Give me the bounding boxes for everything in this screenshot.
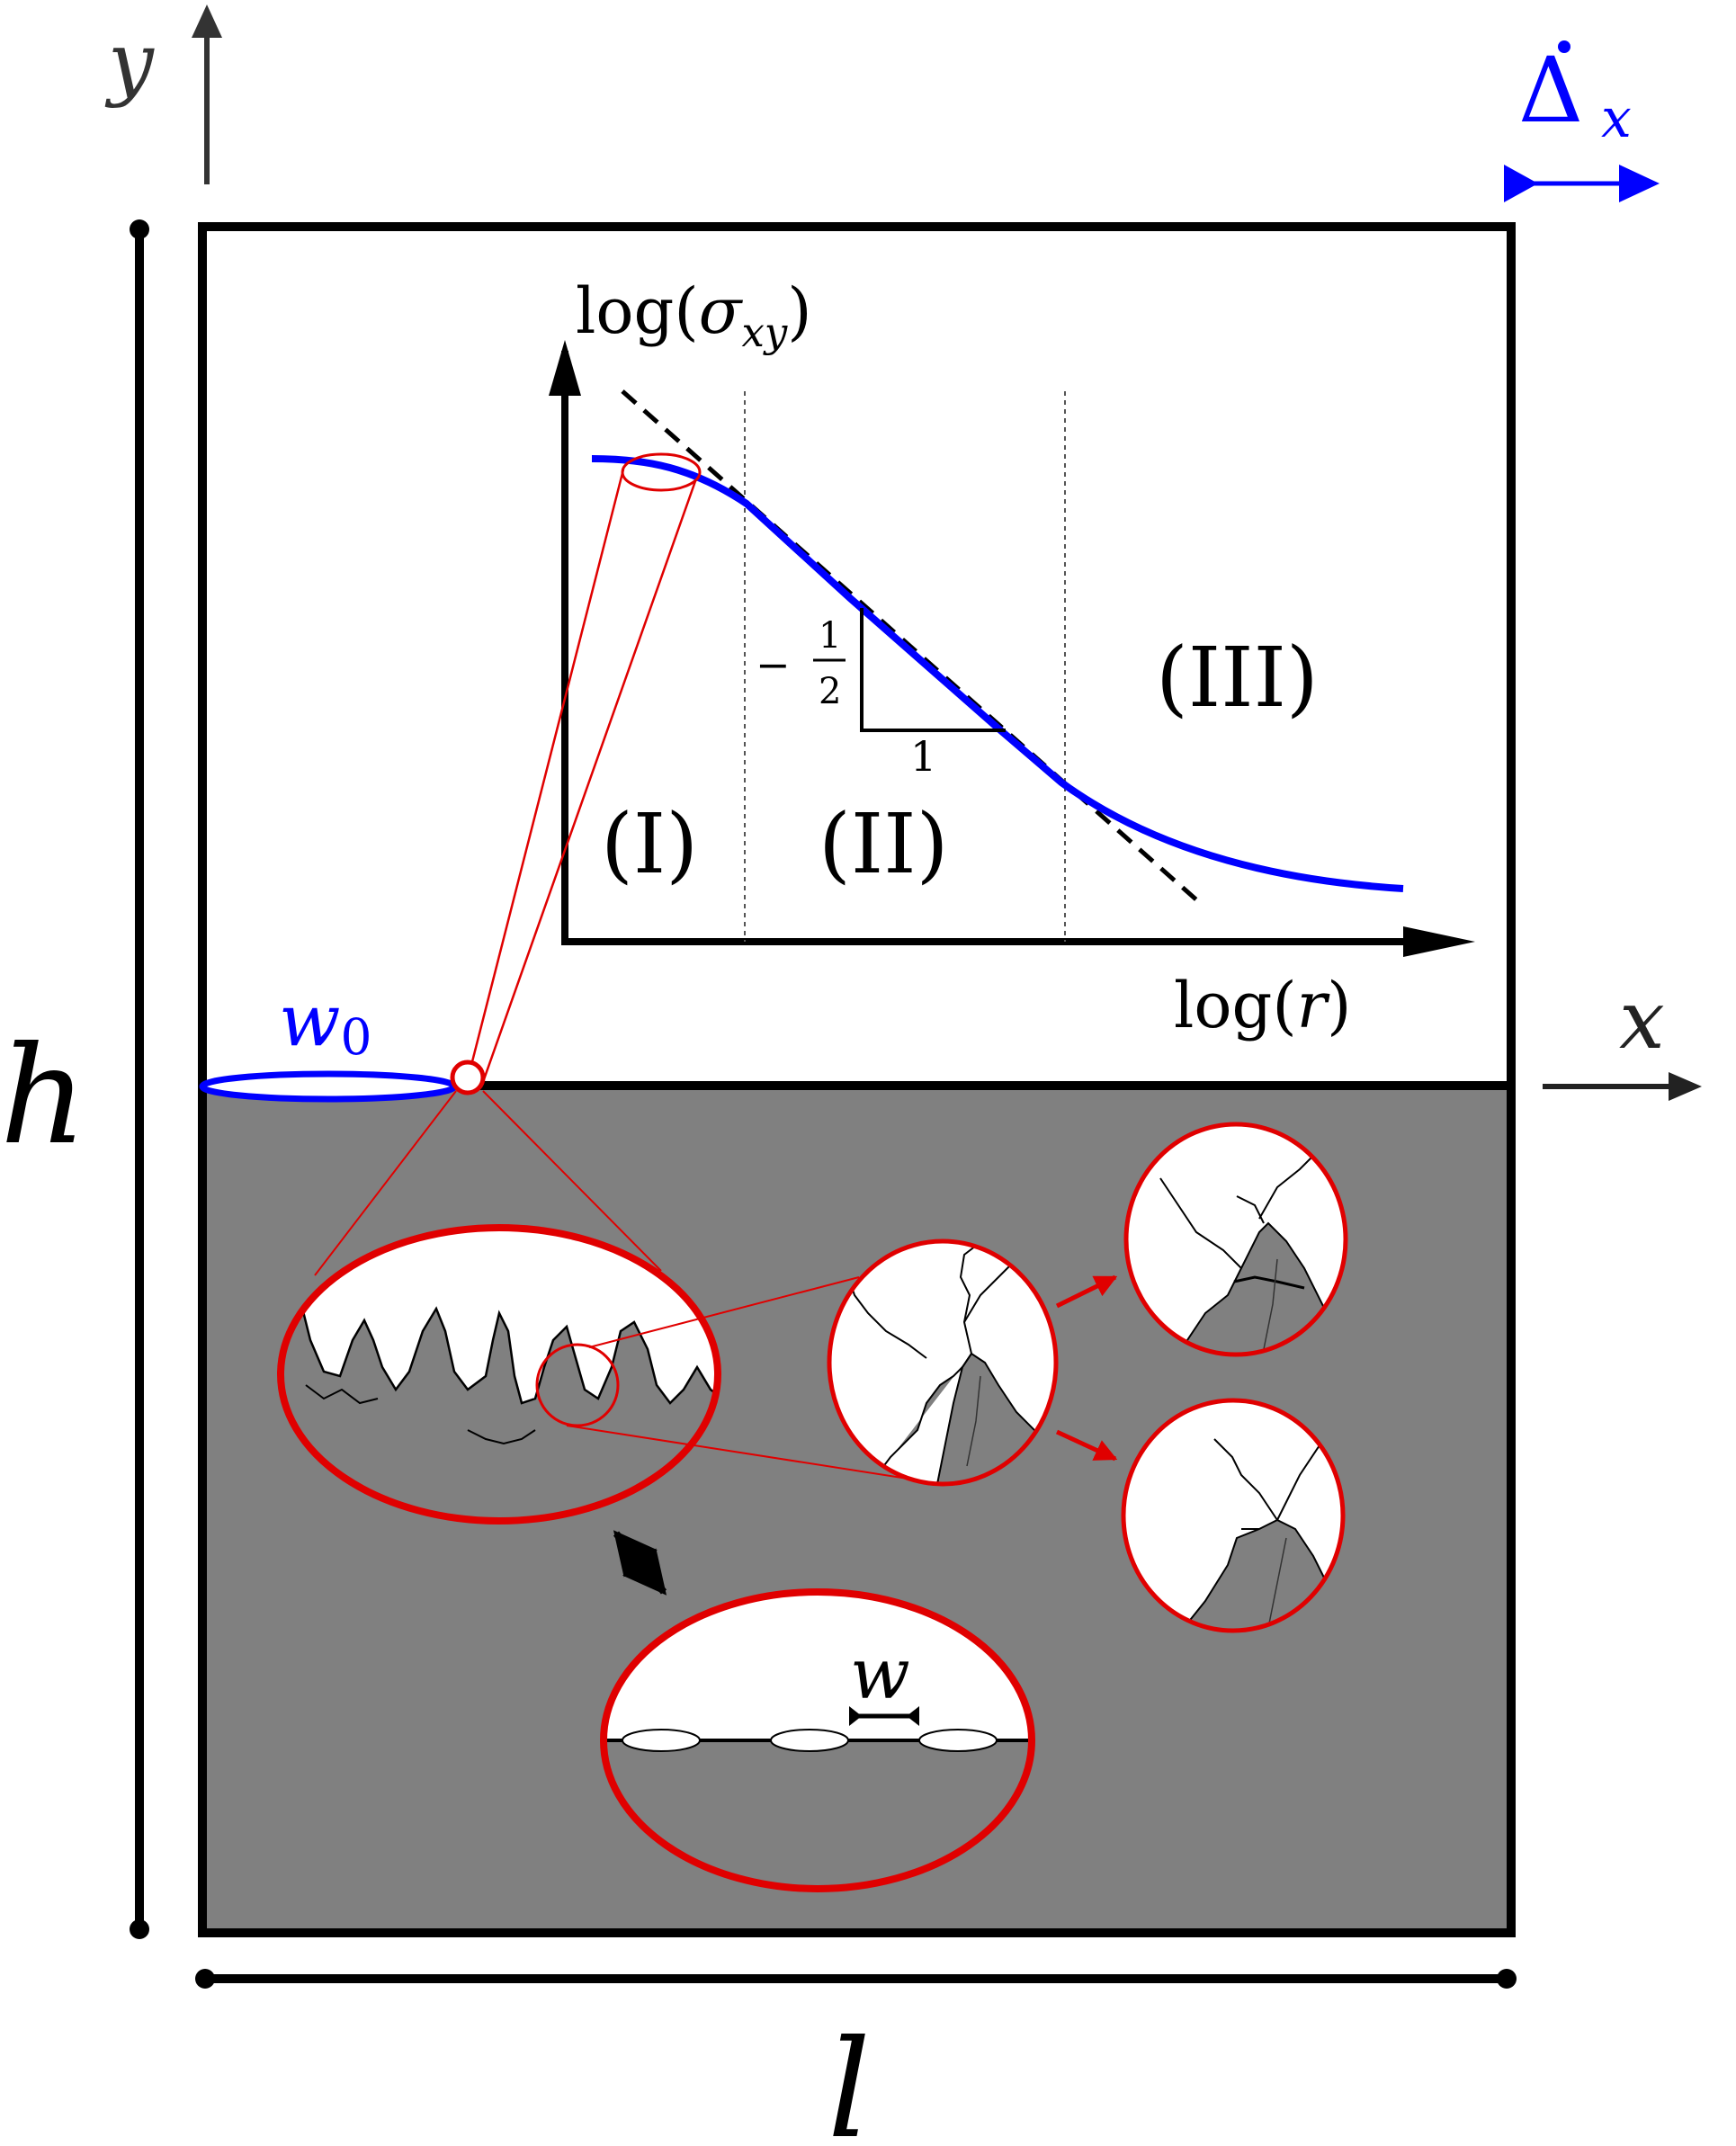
height-dimension-cap-top (130, 219, 149, 239)
outcome-bottom-border (1121, 1398, 1346, 1633)
projection-line-1 (466, 469, 625, 1080)
velocity-arrow-head (1619, 165, 1660, 202)
inset-ylabel-sub: xy (741, 308, 787, 356)
defect-2 (770, 1729, 849, 1752)
inset-ylabel: log(σxy) (576, 274, 812, 356)
crack-line-inner (966, 1375, 981, 1467)
inset-ylabel-post: ) (787, 274, 811, 348)
slope-triangle (860, 608, 1006, 732)
zoom-line-big-right (482, 1090, 662, 1272)
w-dimension-arrow-right (907, 1706, 919, 1726)
inset-xlabel-post: ) (1327, 969, 1351, 1042)
slope-numerator: 1 (819, 615, 841, 657)
w-dimension-arrow-left (849, 1706, 862, 1726)
inset-xlabel-pre: log( (1174, 969, 1297, 1042)
local-zoom-circle (535, 1343, 620, 1427)
velocity-arrow-tail (1504, 165, 1538, 202)
defect-1 (622, 1729, 701, 1752)
crack-line-top (959, 1245, 977, 1355)
y-axis-arrowhead (192, 4, 222, 38)
outcome-arrow-bottom (1055, 1429, 1118, 1462)
fracture-profile (281, 1228, 718, 1406)
projection-line-2 (481, 480, 697, 1083)
w0-label-sub: 0 (340, 1008, 371, 1066)
outcome-top-crack-horizontal (1233, 1275, 1305, 1290)
outcome-circle-top (1123, 1122, 1348, 1357)
periodic-defects-zoom: w (600, 1588, 1035, 1892)
inset-ylabel-pre: log( (576, 274, 699, 348)
outcome-bottom-crack-left (1213, 1438, 1278, 1521)
rough-surface-zoom (277, 1224, 721, 1525)
crack-line-right (963, 1263, 1013, 1323)
region-label-1: (I) (601, 796, 698, 892)
outcome-bottom-inner-line (1267, 1537, 1287, 1629)
crack-tip-marker (450, 1060, 486, 1095)
inset-xlabel: log(r) (1174, 969, 1351, 1042)
periodic-defects-border (600, 1588, 1035, 1892)
w0-label-main: w (279, 979, 340, 1062)
slope-run-label: 1 (910, 732, 936, 781)
outcome-arrow-top (1055, 1274, 1118, 1309)
inset-xlabel-sym: r (1297, 969, 1330, 1042)
length-dimension-cap-left (195, 1969, 215, 1989)
y-axis-label: y (104, 15, 155, 110)
w0-defect-ellipse (199, 1070, 458, 1103)
length-label: l (828, 2012, 871, 2142)
region-label-2: (II) (819, 796, 948, 892)
slope-denominator: 2 (819, 671, 841, 712)
height-label: h (0, 1018, 87, 1175)
inset-ylabel-sym: σ (699, 274, 744, 348)
crack-branch-solid-left (863, 1353, 972, 1484)
velocity-symbol: Δ (1518, 38, 1583, 143)
defect-3 (918, 1729, 998, 1752)
w0-label: w0 (279, 979, 371, 1066)
fracture-detail-2 (467, 1429, 536, 1445)
inset-x-arrowhead (1403, 926, 1475, 957)
height-dimension-cap-bottom (130, 1919, 149, 1939)
outcome-top-crack-left (1159, 1177, 1242, 1269)
region-label-3: (III) (1156, 630, 1319, 726)
x-axis-arrowhead (1669, 1072, 1702, 1101)
outcome-top-border (1123, 1122, 1348, 1357)
w-label: w (850, 1634, 910, 1715)
outcome-top-crack-branch (1236, 1195, 1265, 1224)
x-axis-label: x (1619, 973, 1665, 1068)
outcome-top-inner-line (1263, 1258, 1278, 1350)
zoom-line-mid-bottom (566, 1425, 932, 1483)
inset-stress-plot: log(σxy) log(r) (I) (II) (III) − 1 2 1 (549, 274, 1475, 1042)
length-dimension-cap-right (1497, 1969, 1517, 1989)
velocity-subscript: x (1601, 87, 1632, 150)
stress-profile-curve (591, 455, 1404, 892)
zoom-line-big-left (314, 1090, 457, 1276)
inset-y-arrowhead (549, 340, 581, 396)
equivalence-arrow (613, 1530, 667, 1596)
slope-sign: − (756, 640, 791, 689)
crack-branch-border (827, 1238, 1059, 1487)
velocity-dot (1558, 40, 1570, 53)
zoom-line-mid-top (588, 1276, 860, 1348)
rough-surface-ellipse-border (277, 1224, 721, 1525)
fracture-detail-1 (305, 1384, 379, 1405)
